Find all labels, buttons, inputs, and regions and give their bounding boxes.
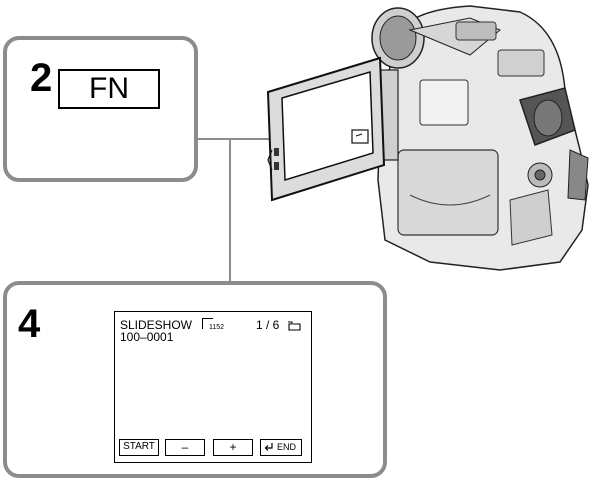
image-counter: 1 / 6 xyxy=(256,318,280,332)
end-button[interactable]: END xyxy=(260,439,302,456)
step-2-callout xyxy=(3,36,198,182)
connector-line-vertical xyxy=(229,138,231,282)
minus-button[interactable]: – xyxy=(165,439,205,456)
lcd-screen: SLIDESHOW 1152 1 / 6 100–0001 START – + … xyxy=(114,311,312,463)
file-number: 100–0001 xyxy=(120,330,174,344)
folder-number: 1152 xyxy=(209,324,225,331)
end-label: END xyxy=(276,442,296,452)
fn-button[interactable]: FN xyxy=(58,69,160,109)
start-button[interactable]: START xyxy=(119,439,159,456)
slideshow-title: SLIDESHOW xyxy=(120,318,193,332)
step-4-number: 4 xyxy=(18,302,41,346)
memory-card-icon xyxy=(287,318,301,331)
plus-button[interactable]: + xyxy=(213,439,253,456)
step-2-number: 2 xyxy=(30,56,53,100)
folder-icon xyxy=(202,318,213,329)
return-arrow-icon xyxy=(264,442,274,456)
